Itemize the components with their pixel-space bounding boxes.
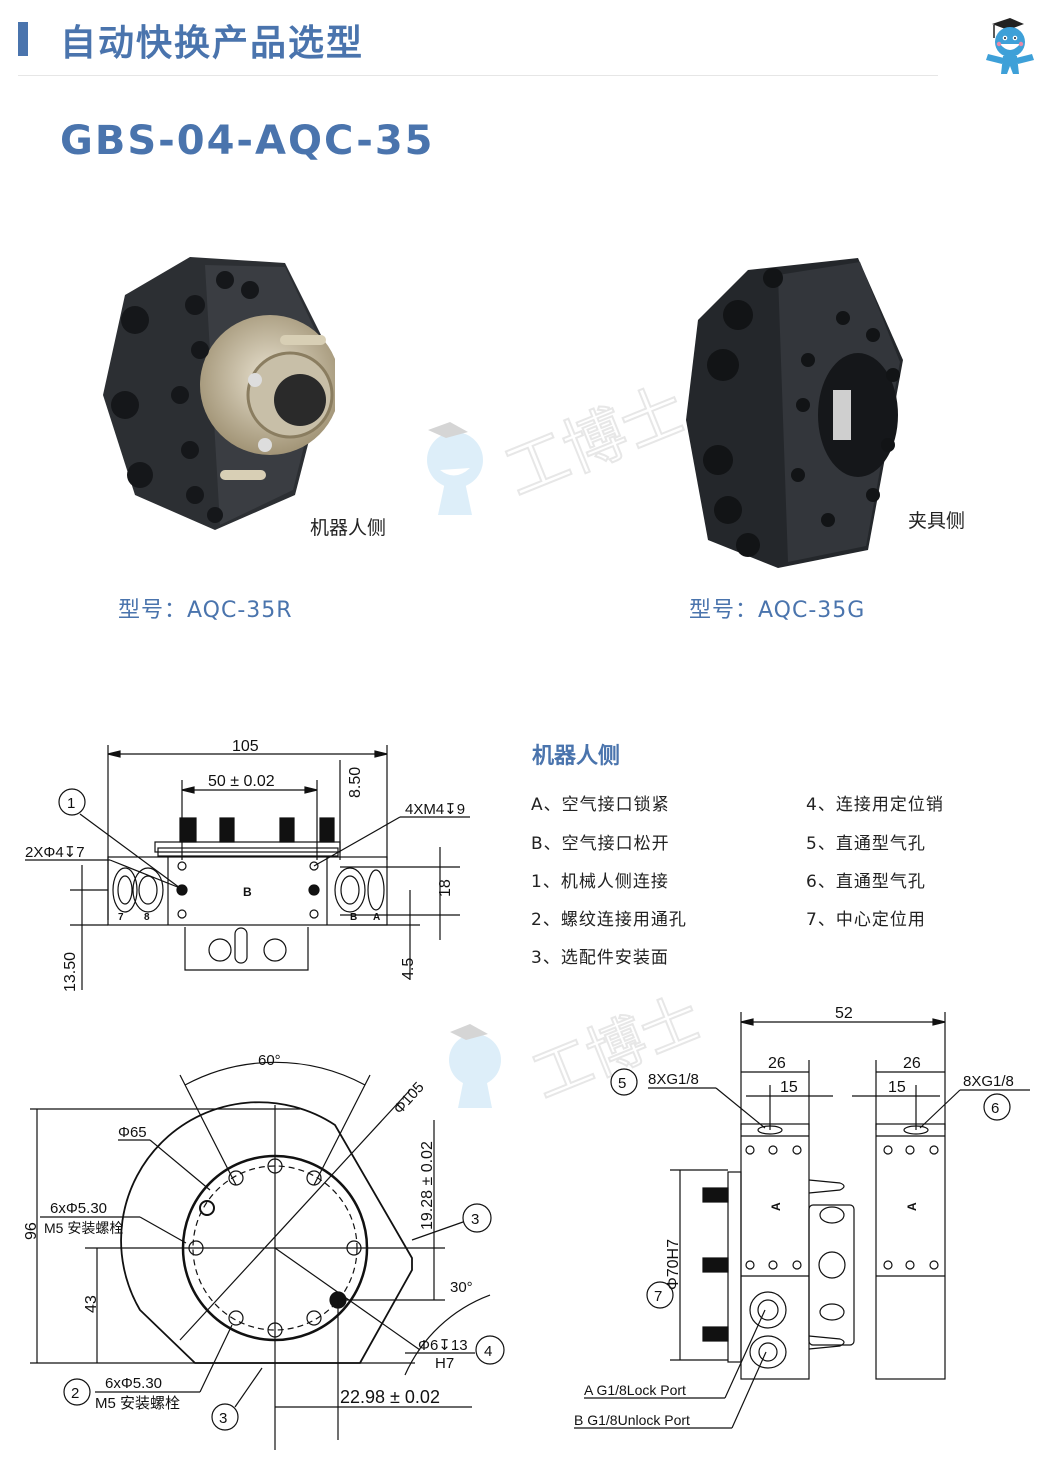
svg-text:A: A: [373, 912, 380, 923]
front-view-drawing: 60° Φ105 Φ65 6xΦ5.30 M5 安装螺栓 96 43 19.28…: [0, 1030, 520, 1450]
svg-text:B G1/8Unlock Port: B G1/8Unlock Port: [574, 1412, 690, 1428]
svg-text:18: 18: [437, 879, 454, 897]
side-view-drawing: 105 50 ± 0.02 8.50 B 7 8 B A 1 2XΦ4↧7 4X…: [20, 730, 500, 1000]
page-title: 自动快换产品选型: [60, 23, 365, 64]
svg-text:8.50: 8.50: [347, 767, 364, 798]
svg-text:M5 安装螺栓: M5 安装螺栓: [95, 1395, 180, 1412]
svg-text:4: 4: [484, 1343, 492, 1360]
header-divider: [18, 75, 938, 76]
svg-text:6xΦ5.30: 6xΦ5.30: [50, 1200, 107, 1217]
svg-text:26: 26: [768, 1055, 786, 1072]
svg-text:15: 15: [780, 1079, 798, 1096]
legend-item: 7、中心定位用: [806, 910, 926, 930]
svg-text:15: 15: [888, 1079, 906, 1096]
svg-text:Φ105: Φ105: [390, 1079, 427, 1118]
svg-text:60°: 60°: [258, 1052, 281, 1069]
svg-text:4.5: 4.5: [400, 958, 417, 980]
legend-item: 6、直通型气孔: [806, 872, 926, 892]
svg-text:26: 26: [903, 1055, 921, 1072]
svg-text:2: 2: [71, 1385, 79, 1402]
svg-text:96: 96: [23, 1222, 40, 1240]
svg-text:A G1/8Lock Port: A G1/8Lock Port: [584, 1382, 686, 1398]
svg-text:M5 安装螺栓: M5 安装螺栓: [44, 1220, 123, 1236]
svg-text:8: 8: [144, 912, 150, 923]
tool-side-model-label: 型号：AQC-35G: [689, 598, 866, 623]
svg-text:43: 43: [83, 1295, 100, 1313]
watermark-logo: 工博士: [430, 984, 740, 1112]
svg-text:A: A: [769, 1202, 783, 1211]
svg-text:13.50: 13.50: [62, 952, 79, 992]
svg-text:H7: H7: [435, 1355, 454, 1372]
product-image-robot-side: [95, 245, 340, 535]
svg-text:A: A: [905, 1202, 919, 1211]
svg-text:5: 5: [618, 1075, 626, 1092]
svg-text:Φ6↧13: Φ6↧13: [418, 1337, 468, 1354]
mascot-logo-icon: [978, 14, 1042, 80]
svg-text:2XΦ4↧7: 2XΦ4↧7: [25, 844, 85, 861]
end-view-drawing: 52 26 26 15 15 A A Φ70H7 7: [560, 1000, 1048, 1440]
tool-side-label: 夹具侧: [908, 510, 966, 532]
product-image-tool-side: [678, 250, 908, 570]
legend-item: 2、螺纹连接用通孔: [531, 910, 687, 930]
svg-text:8XG1/8: 8XG1/8: [963, 1073, 1014, 1090]
svg-text:Φ65: Φ65: [118, 1124, 147, 1141]
model-title: GBS-04-AQC-35: [60, 118, 435, 164]
svg-text:B: B: [243, 885, 252, 899]
svg-text:19.28 ± 0.02: 19.28 ± 0.02: [419, 1141, 436, 1230]
legend-item: 5、直通型气孔: [806, 834, 926, 854]
legend-item: B、空气接口松开: [531, 834, 670, 854]
svg-text:4XM4↧9: 4XM4↧9: [405, 801, 465, 818]
watermark-logo: 工博士: [410, 370, 730, 520]
svg-text:1: 1: [67, 795, 75, 812]
svg-text:22.98 ± 0.02: 22.98 ± 0.02: [340, 1387, 440, 1407]
robot-side-model-label: 型号：AQC-35R: [118, 598, 293, 623]
title-accent-bar: [18, 22, 28, 56]
robot-side-label: 机器人侧: [310, 517, 387, 539]
svg-text:7: 7: [654, 1288, 662, 1305]
svg-text:工博士: 工博士: [496, 375, 694, 509]
legend-item: A、空气接口锁紧: [531, 795, 670, 815]
svg-text:30°: 30°: [450, 1279, 473, 1296]
svg-text:3: 3: [219, 1410, 227, 1427]
svg-text:3: 3: [471, 1211, 479, 1228]
svg-text:6xΦ5.30: 6xΦ5.30: [105, 1375, 162, 1392]
svg-text:6: 6: [991, 1100, 999, 1117]
legend-item: 4、连接用定位销: [806, 795, 944, 815]
svg-text:50 ± 0.02: 50 ± 0.02: [208, 773, 275, 790]
svg-text:105: 105: [232, 738, 259, 755]
svg-text:8XG1/8: 8XG1/8: [648, 1071, 699, 1088]
svg-text:Φ70H7: Φ70H7: [665, 1239, 682, 1290]
legend-item: 3、选配件安装面: [531, 948, 669, 968]
svg-text:52: 52: [835, 1005, 853, 1022]
legend-item: 1、机械人侧连接: [531, 872, 669, 892]
svg-text:7: 7: [118, 912, 124, 923]
svg-text:B: B: [350, 912, 357, 923]
legend-title: 机器人侧: [532, 744, 621, 769]
